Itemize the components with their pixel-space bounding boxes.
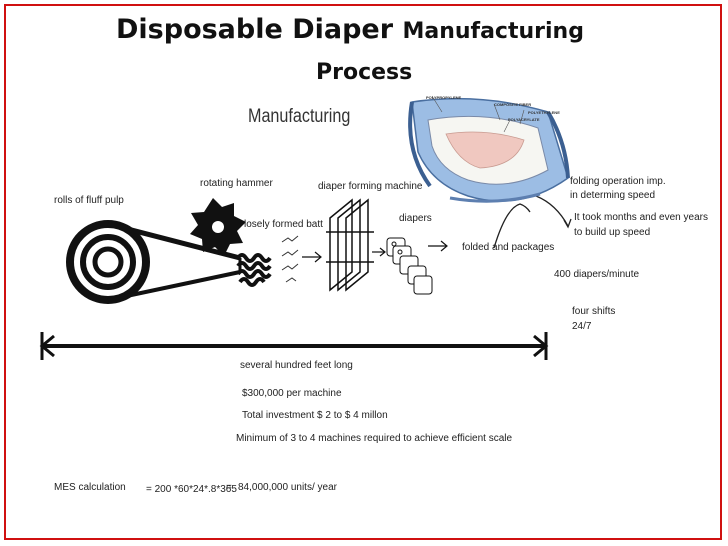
curved-arrows-icon bbox=[493, 195, 572, 249]
label-months-1: It took months and even years bbox=[574, 212, 708, 223]
forming-machine-icon bbox=[326, 198, 374, 292]
label-shifts-1: four shifts bbox=[572, 306, 616, 317]
title-line1: Disposable Diaper Manufacturing bbox=[116, 14, 584, 45]
label-investment: Total investment $ 2 to $ 4 millon bbox=[242, 410, 388, 421]
label-result: 84,000,000 units/ year bbox=[238, 482, 337, 493]
label-formula: = 200 *60*24*.8*365 bbox=[146, 484, 237, 495]
arrow-to-folded-icon bbox=[428, 240, 448, 252]
label-machine: diaper forming machine bbox=[318, 181, 423, 192]
hammer-gear-icon bbox=[190, 198, 246, 256]
label-length: several hundred feet long bbox=[240, 360, 353, 371]
fiber-ticks bbox=[281, 235, 299, 283]
arrow-to-diapers-icon bbox=[372, 247, 386, 257]
label-rolls: rolls of fluff pulp bbox=[54, 195, 124, 206]
diaper-illustration bbox=[408, 95, 570, 203]
label-diapers: diapers bbox=[399, 213, 432, 224]
label-folding-1: folding operation imp. bbox=[570, 176, 666, 187]
label-shifts-2: 24/7 bbox=[572, 321, 592, 332]
label-cost: $300,000 per machine bbox=[242, 388, 342, 399]
label-batt: losely formed batt bbox=[244, 219, 323, 230]
title-line2: Process bbox=[316, 60, 413, 85]
label-equals: = bbox=[226, 482, 232, 493]
title-bold: Disposable Diaper bbox=[116, 14, 394, 45]
section-heading: Manufacturing bbox=[248, 106, 351, 127]
diaper-stack-icon bbox=[386, 237, 433, 295]
slide-border bbox=[4, 4, 722, 540]
label-minimum: Minimum of 3 to 4 machines required to a… bbox=[236, 433, 513, 444]
batt-icon bbox=[236, 253, 272, 287]
timeline-bar bbox=[39, 332, 549, 360]
label-rate: 400 diapers/minute bbox=[554, 269, 640, 280]
diaper-part-label: POLYPROPYLENE bbox=[426, 95, 462, 100]
diaper-part-label: POLYETHYLENE bbox=[528, 110, 560, 115]
label-folded: folded and packages bbox=[462, 242, 555, 253]
diaper-part-label: POLYACRYLATE bbox=[508, 117, 540, 122]
label-hammer: rotating hammer bbox=[200, 178, 273, 189]
arrow-to-machine-icon bbox=[302, 251, 322, 263]
diaper-part-label: COMPOSITE FIBER bbox=[494, 102, 532, 107]
pulp-roll-icon bbox=[66, 220, 242, 304]
label-months-2: to build up speed bbox=[574, 227, 651, 238]
label-folding-2: in determing speed bbox=[570, 190, 656, 201]
title-rest: Manufacturing bbox=[402, 19, 584, 44]
label-mes: MES calculation bbox=[54, 482, 126, 493]
